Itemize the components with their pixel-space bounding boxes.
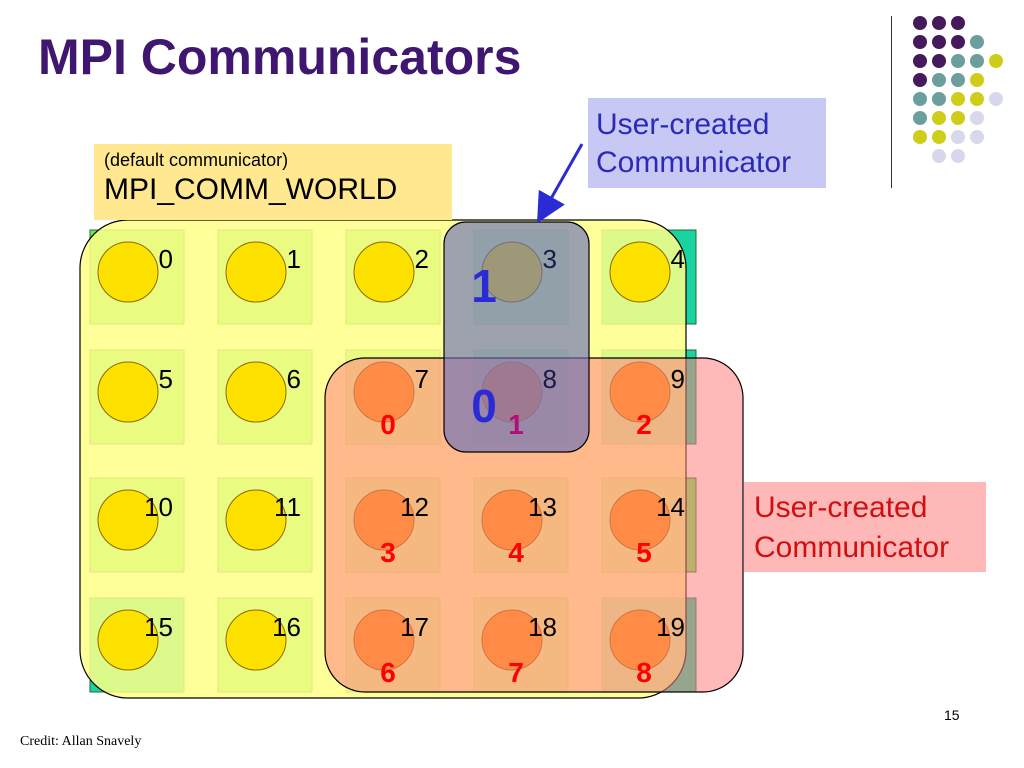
decor-dot: [913, 92, 927, 106]
blue-rank-label: 1: [471, 260, 497, 312]
process-circle: [97, 609, 159, 671]
process-circle: [225, 489, 287, 551]
decor-dot: [951, 111, 965, 125]
red-rank-label: 2: [636, 409, 652, 440]
process-number: 11: [274, 492, 301, 522]
user-communicator-label-blue: User-created Communicator: [588, 98, 826, 188]
red-rank-label: 8: [636, 657, 652, 688]
decor-dot: [951, 149, 965, 163]
decor-dot: [932, 16, 946, 30]
decor-dot: [913, 130, 927, 144]
process-number: 0: [159, 244, 173, 274]
red-label-line1: User-created: [754, 491, 928, 524]
world-label-subtitle: (default communicator): [104, 150, 289, 170]
decor-dot: [970, 111, 984, 125]
process-number: 19: [656, 612, 685, 642]
credit-text: Credit: Allan Snavely: [20, 734, 142, 749]
red-rank-label: 5: [636, 537, 652, 568]
process-number: 6: [287, 364, 301, 394]
decor-dot: [951, 130, 965, 144]
decor-dot: [913, 73, 927, 87]
process-number: 18: [528, 612, 557, 642]
process-circle: [97, 361, 159, 423]
red-rank-label: 3: [380, 537, 396, 568]
decor-dot: [932, 111, 946, 125]
process-circle: [225, 361, 287, 423]
slide-title: MPI Communicators: [38, 29, 522, 85]
decor-dot: [970, 35, 984, 49]
decor-dot: [913, 35, 927, 49]
process-circle: [97, 241, 159, 303]
decor-dot: [951, 35, 965, 49]
red-label-line2: Communicator: [754, 531, 950, 564]
process-number: 2: [415, 244, 429, 274]
process-number: 7: [415, 364, 429, 394]
process-number: 9: [671, 364, 685, 394]
process-circle: [353, 241, 415, 303]
decor-dot: [970, 92, 984, 106]
decor-dot: [970, 73, 984, 87]
decor-dot: [970, 54, 984, 68]
decor-dot: [951, 92, 965, 106]
divider-line: [891, 16, 892, 188]
decor-dot: [951, 73, 965, 87]
blue-rank-label: 0: [471, 380, 497, 432]
decorative-dot-pattern: [913, 16, 1003, 163]
decor-dot: [932, 54, 946, 68]
world-label-name: MPI_COMM_WORLD: [104, 173, 398, 206]
world-communicator-label: (default communicator) MPI_COMM_WORLD: [94, 144, 452, 220]
process-circle: [225, 609, 287, 671]
process-number: 13: [528, 492, 557, 522]
process-circle: [225, 241, 287, 303]
process-number: 5: [159, 364, 173, 394]
decor-dot: [970, 130, 984, 144]
process-number: 17: [400, 612, 429, 642]
blue-communicator-region: [443, 221, 590, 453]
decor-dot: [913, 54, 927, 68]
blue-label-line2: Communicator: [596, 146, 792, 179]
process-circle: [97, 489, 159, 551]
decor-dot: [932, 73, 946, 87]
decor-dot: [913, 16, 927, 30]
decor-dot: [989, 54, 1003, 68]
process-number: 3: [543, 244, 557, 274]
process-circle: [609, 241, 671, 303]
red-rank-label: 0: [380, 409, 396, 440]
process-number: 14: [656, 492, 685, 522]
red-rank-label: 7: [508, 657, 524, 688]
process-number: 4: [671, 244, 685, 274]
decor-dot: [932, 130, 946, 144]
decor-dot: [951, 54, 965, 68]
decor-dot: [932, 149, 946, 163]
red-rank-label: 1: [508, 409, 524, 440]
red-rank-label: 4: [508, 537, 524, 568]
process-number: 12: [400, 492, 429, 522]
decor-dot: [932, 92, 946, 106]
blue-label-line1: User-created: [596, 108, 770, 141]
process-number: 1: [287, 244, 301, 274]
process-number: 8: [543, 364, 557, 394]
process-number: 10: [144, 492, 173, 522]
decor-dot: [951, 16, 965, 30]
decor-dot: [913, 111, 927, 125]
decor-dot: [932, 35, 946, 49]
arrow-icon: [537, 143, 584, 224]
decor-dot: [989, 92, 1003, 106]
page-number: 15: [944, 707, 960, 723]
red-rank-label: 6: [380, 657, 396, 688]
process-number: 16: [272, 612, 301, 642]
user-communicator-label-red: User-created Communicator: [744, 482, 986, 572]
process-number: 15: [144, 612, 173, 642]
